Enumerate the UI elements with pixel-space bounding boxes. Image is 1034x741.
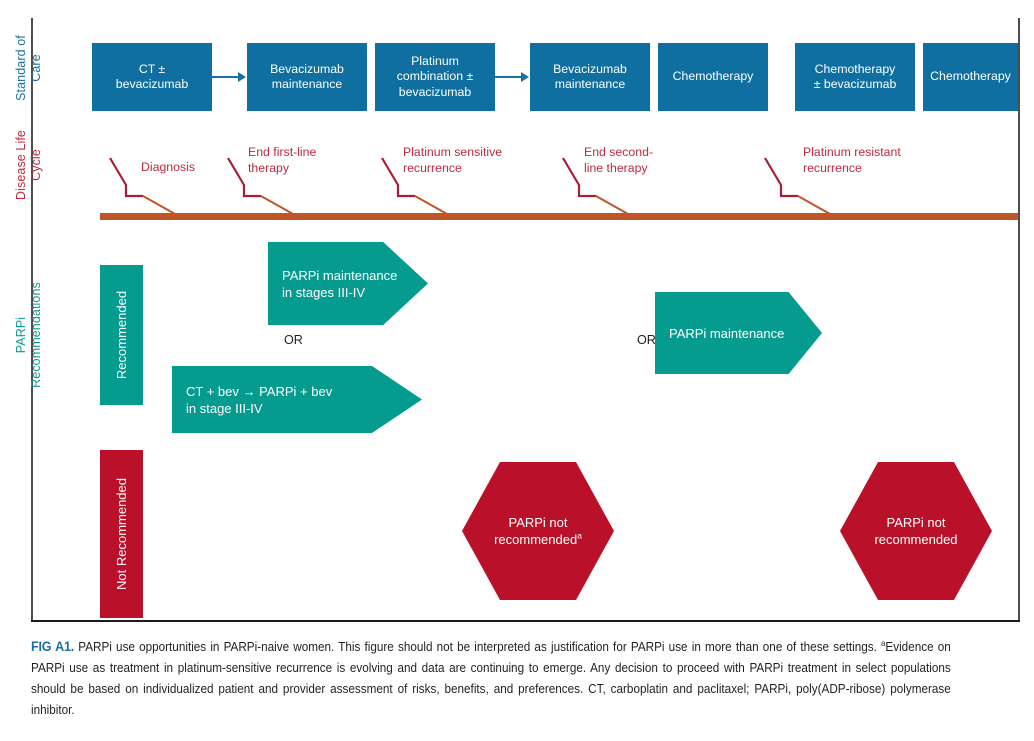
frame-left-rule bbox=[31, 18, 33, 622]
footnote-marker-a: a bbox=[577, 530, 582, 541]
frame-right-rule bbox=[1018, 18, 1020, 622]
caption-footnote-marker: a bbox=[881, 637, 886, 648]
parpi-hexagon-not-recommended-2[interactable]: PARPi not recommended bbox=[840, 462, 992, 600]
recommended-category-bar: Recommended bbox=[100, 265, 143, 405]
row-label-parpi-recommendations: PARPi Recommendations bbox=[14, 282, 43, 388]
milestone-label-platinum-resistant-recurrence: Platinum resistant recurrence bbox=[803, 145, 901, 175]
or-label-left: OR bbox=[284, 333, 303, 347]
parpi-arrow-maintenance-stages-3-4[interactable]: PARPi maintenance in stages III-IV bbox=[268, 242, 428, 325]
soc-box-chemotherapy-1[interactable]: Chemotherapy bbox=[658, 43, 768, 111]
figure-number-label: FIG A1. bbox=[31, 639, 75, 654]
milestone-label-platinum-sensitive-recurrence: Platinum sensitive recurrence bbox=[403, 145, 503, 175]
milestone-label-end-first-line-therapy: End first-line therapy bbox=[248, 145, 317, 175]
soc-connector-1 bbox=[212, 76, 239, 78]
figure-caption: FIG A1. PARPi use opportunities in PARPi… bbox=[31, 636, 1020, 721]
soc-connector-1-arrowhead bbox=[238, 72, 246, 82]
parpi-arrow-maintenance-right[interactable]: PARPi maintenance bbox=[655, 292, 822, 374]
disease-timeline-bar bbox=[100, 213, 1018, 220]
parpi-hexagon-2-label: PARPi not recommended bbox=[874, 515, 958, 547]
disease-life-cycle-leader-lines bbox=[109, 157, 831, 215]
caption-text-part-2: Evidence on PARPi use as treatment in pl… bbox=[31, 640, 951, 717]
not-recommended-category-label: Not Recommended bbox=[114, 478, 129, 590]
soc-box-ct-bevacizumab[interactable]: CT ± bevacizumab bbox=[92, 43, 212, 111]
caption-text-part-1: PARPi use opportunities in PARPi-naive w… bbox=[78, 640, 882, 654]
parpi-arrow-ct-bev-to-parpi-bev[interactable]: CT + bev → PARPi + bev in stage III-IV bbox=[172, 366, 422, 433]
not-recommended-category-bar: Not Recommended bbox=[100, 450, 143, 618]
soc-box-bevacizumab-maintenance-1[interactable]: Bevacizumab maintenance bbox=[247, 43, 367, 111]
soc-box-chemotherapy-2[interactable]: Chemotherapy bbox=[923, 43, 1018, 111]
soc-box-bevacizumab-maintenance-2[interactable]: Bevacizumab maintenance bbox=[530, 43, 650, 111]
recommended-category-label: Recommended bbox=[114, 290, 129, 380]
frame-bottom-rule bbox=[31, 620, 1020, 622]
soc-box-chemotherapy-bevacizumab[interactable]: Chemotherapy ± bevacizumab bbox=[795, 43, 915, 111]
soc-connector-2-arrowhead bbox=[521, 72, 529, 82]
soc-connector-2 bbox=[495, 76, 522, 78]
parpi-hexagon-not-recommended-1[interactable]: PARPi not recommendeda bbox=[462, 462, 614, 600]
parpi-hexagon-1-label: PARPi not recommendeda bbox=[494, 515, 582, 547]
milestone-label-end-second-line-therapy: End second- line therapy bbox=[584, 145, 654, 175]
milestone-label-diagnosis: Diagnosis bbox=[141, 160, 195, 174]
soc-box-platinum-combination[interactable]: Platinum combination ± bevacizumab bbox=[375, 43, 495, 111]
or-label-right: OR bbox=[637, 333, 656, 347]
row-label-standard-of-care: Standard of Care bbox=[14, 35, 43, 101]
